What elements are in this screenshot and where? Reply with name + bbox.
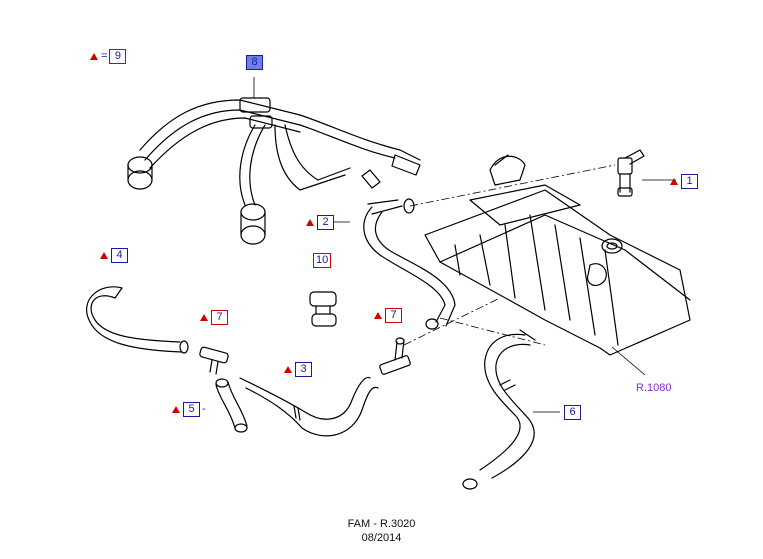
callout-4-label: 4 (111, 248, 128, 263)
callout-3[interactable]: 3 (284, 362, 312, 377)
fuel-line-harness (127, 97, 421, 245)
hose-2 (363, 198, 456, 330)
warning-triangle-icon (306, 219, 314, 226)
callout-5-label: 5 (183, 402, 200, 417)
hose-6 (462, 329, 536, 490)
footer-date: 08/2014 (361, 532, 402, 544)
callout-6-label: 6 (564, 405, 581, 420)
tee-connector-7-right (379, 337, 411, 375)
callout-2-label: 2 (317, 215, 334, 230)
callout-5[interactable]: 5 - (172, 402, 208, 417)
warning-triangle-icon (90, 53, 98, 60)
warning-triangle-icon (284, 366, 292, 373)
hose-4 (86, 286, 189, 354)
callout-2[interactable]: 2 (306, 215, 334, 230)
callout-8[interactable]: 8 (246, 55, 263, 70)
warning-triangle-icon (200, 314, 208, 321)
callout-7-right[interactable]: 7 (374, 308, 402, 323)
footer-code: FAM - R.3020 (347, 518, 416, 530)
hose-3 (239, 376, 379, 437)
hose-5 (215, 378, 248, 433)
callout-7-left[interactable]: 7 (200, 310, 228, 325)
callout-3-label: 3 (295, 362, 312, 377)
pcv-valve (617, 149, 645, 197)
callout-6[interactable]: 6 (564, 405, 581, 420)
callout-9-label: 9 (109, 49, 127, 64)
callout-4[interactable]: 4 (100, 248, 128, 263)
callout-10[interactable]: 10 (313, 253, 332, 268)
warning-triangle-icon (670, 178, 678, 185)
callout-7-right-label: 7 (385, 308, 402, 323)
callout-8-label: 8 (246, 55, 263, 70)
callout-1[interactable]: 1 (670, 174, 698, 189)
connector-7-left (199, 346, 229, 375)
reference-label[interactable]: R.1080 (636, 382, 672, 394)
warning-triangle-icon (100, 252, 108, 259)
warning-triangle-icon (374, 312, 382, 319)
callout-1-label: 1 (681, 174, 698, 189)
valve-cover (424, 154, 691, 356)
callout-10-label: 10 (313, 253, 332, 268)
callout-5-dash: - (202, 403, 206, 415)
clip-10 (309, 291, 337, 327)
callout-7-left-label: 7 (211, 310, 228, 325)
callout-9[interactable]: = 9 (90, 49, 127, 64)
warning-triangle-icon (172, 406, 180, 413)
equals-sign: = (101, 50, 108, 62)
